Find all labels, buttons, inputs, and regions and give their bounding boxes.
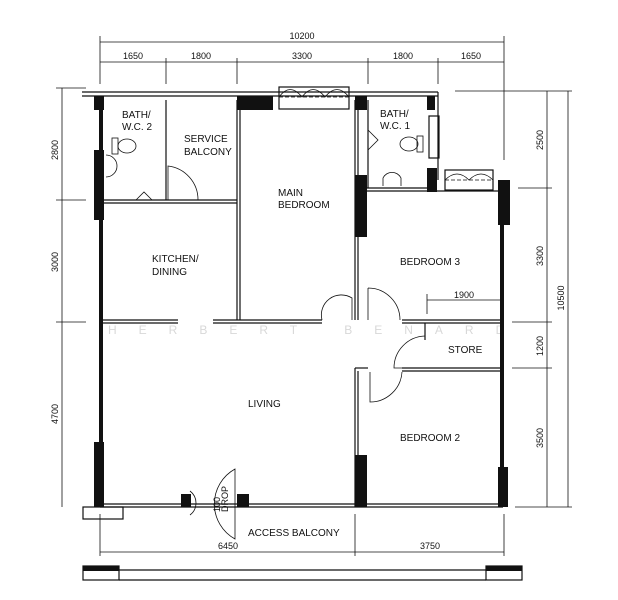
- label-bath2-line2: W.C. 2: [122, 122, 152, 133]
- label-kitchen-line1: KITCHEN/: [152, 254, 199, 265]
- label-main-bedroom-line2: BEDROOM: [278, 200, 330, 211]
- dim-left-2: 3000: [50, 252, 60, 272]
- label-store: STORE: [448, 345, 483, 356]
- label-bedroom3: BEDROOM 3: [400, 257, 460, 268]
- dim-bottom-2: 3750: [420, 541, 440, 551]
- dim-left-3: 4700: [50, 404, 60, 424]
- walls: [82, 91, 510, 520]
- label-bedroom2: BEDROOM 2: [400, 433, 460, 444]
- dim-right-4: 3500: [535, 428, 545, 448]
- watermark: HERBERT BENARD: [108, 323, 526, 337]
- label-kitchen-line2: DINING: [152, 267, 187, 278]
- dim-right-3: 1200: [535, 336, 545, 356]
- dim-bottom-1: 6450: [218, 541, 238, 551]
- dim-top-total: 10200: [289, 31, 314, 41]
- label-service-balcony-line2: BALCONY: [184, 147, 232, 158]
- label-drop-line2: DROP: [220, 486, 230, 512]
- windows: [278, 86, 494, 191]
- bottom-dimensions: 6450 3750: [99, 514, 505, 556]
- label-service-balcony-line1: SERVICE: [184, 134, 228, 145]
- dim-top-5: 1650: [461, 51, 481, 61]
- room-labels: BATH/ W.C. 2 SERVICE BALCONY MAIN BEDROO…: [122, 109, 483, 539]
- dim-top-3: 3300: [292, 51, 312, 61]
- label-bath1-line2: W.C. 1: [380, 121, 410, 132]
- dim-top-2: 1800: [191, 51, 211, 61]
- top-dimensions: 10200 1650 1800 3300 1800 1650: [99, 31, 505, 160]
- dim-right-1: 2500: [535, 130, 545, 150]
- dim-top-4: 1800: [393, 51, 413, 61]
- label-living: LIVING: [248, 399, 281, 410]
- right-dimensions: 2500 3300 1200 3500 10500 1900: [426, 90, 572, 508]
- label-bath1-line1: BATH/: [380, 109, 409, 120]
- corridor-edge: [82, 565, 523, 581]
- dim-store-width: 1900: [454, 290, 474, 300]
- left-dimensions: 2800 3000 4700: [50, 87, 86, 507]
- label-main-bedroom-line1: MAIN: [278, 188, 303, 199]
- dim-right-total: 10500: [556, 285, 566, 310]
- dim-right-2: 3300: [535, 246, 545, 266]
- dim-top-1: 1650: [123, 51, 143, 61]
- label-drop-line1: 100: [212, 497, 222, 512]
- label-bath2-line1: BATH/: [122, 110, 151, 121]
- fixtures: [105, 135, 424, 186]
- label-access-balcony: ACCESS BALCONY: [248, 528, 340, 539]
- dim-left-1: 2800: [50, 140, 60, 160]
- doors: [135, 129, 426, 540]
